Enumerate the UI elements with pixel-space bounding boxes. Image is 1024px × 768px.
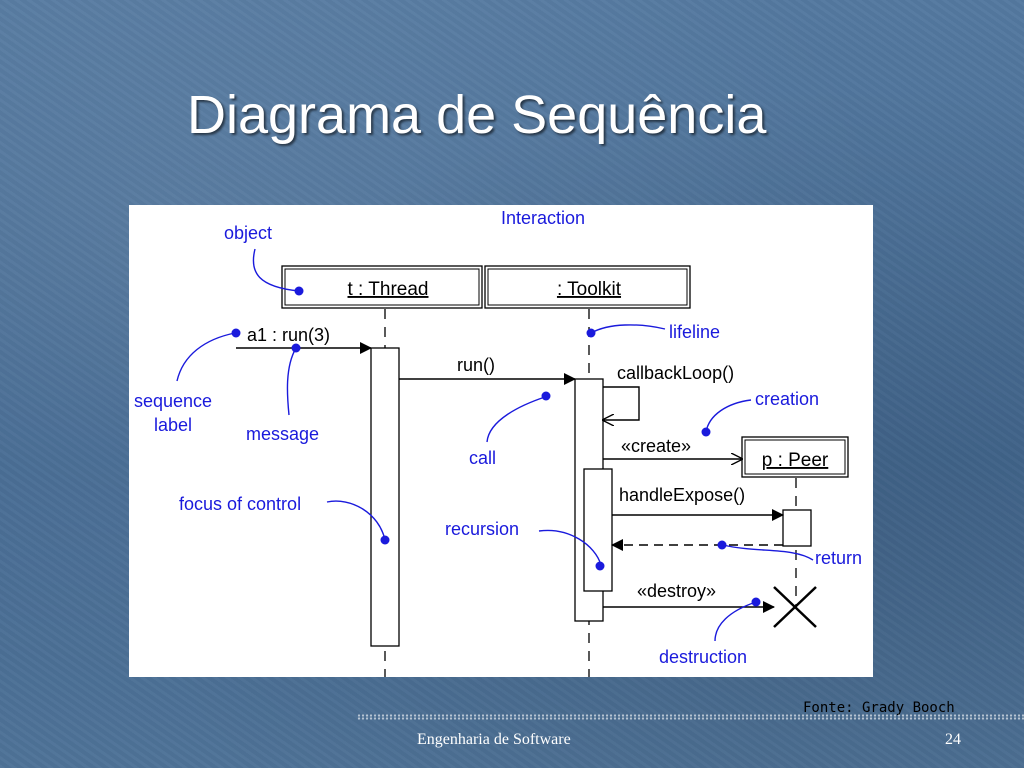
annotation-lifeline: lifeline xyxy=(669,322,720,342)
a1-message-label: a1 : run(3) xyxy=(247,325,330,345)
annotation-sequence: sequence xyxy=(134,391,212,411)
recursion-activation xyxy=(583,468,613,592)
annotation-recursion: recursion xyxy=(445,519,519,539)
annotation-return: return xyxy=(815,548,862,568)
annotation-dots xyxy=(231,286,761,607)
annotation-call: call xyxy=(469,448,496,468)
peer-object-label: p : Peer xyxy=(762,450,829,471)
interaction-frame-label: Interaction xyxy=(501,208,585,228)
peer-activation xyxy=(782,509,812,547)
annotation-focus-of-control: focus of control xyxy=(179,494,301,514)
annotation-creation: creation xyxy=(755,389,819,409)
thread-activation xyxy=(370,347,400,647)
annotation-label: label xyxy=(154,415,192,435)
slide-title: Diagrama de Sequência xyxy=(187,85,767,145)
callback-loop-arrow xyxy=(603,386,640,420)
annotation-message: message xyxy=(246,424,319,444)
annotation-leaders xyxy=(176,248,814,642)
annotation-object: object xyxy=(224,223,272,243)
create-message-label: «create» xyxy=(621,436,691,456)
destroy-message-label: «destroy» xyxy=(637,581,716,601)
handle-expose-label: handleExpose() xyxy=(619,485,745,505)
sequence-diagram: Interaction t : Thread : Toolkit p : Pee… xyxy=(129,205,873,677)
toolkit-object-label: : Toolkit xyxy=(557,279,622,300)
toolkit-object: : Toolkit xyxy=(484,265,691,309)
thread-object: t : Thread xyxy=(281,265,483,309)
diagram-canvas: Interaction t : Thread : Toolkit p : Pee… xyxy=(134,208,862,677)
footer-course-name: Engenharia de Software xyxy=(417,731,571,748)
annotation-destruction: destruction xyxy=(659,647,747,667)
destruction-x-mark xyxy=(773,586,817,628)
run-message-label: run() xyxy=(457,355,495,375)
callback-loop-label: callbackLoop() xyxy=(617,363,734,383)
footer-divider xyxy=(357,714,1024,720)
thread-object-label: t : Thread xyxy=(348,279,429,300)
source-note: Fonte: Grady Booch xyxy=(803,700,955,716)
peer-object: p : Peer xyxy=(741,436,849,478)
footer-page-number: 24 xyxy=(945,731,961,748)
